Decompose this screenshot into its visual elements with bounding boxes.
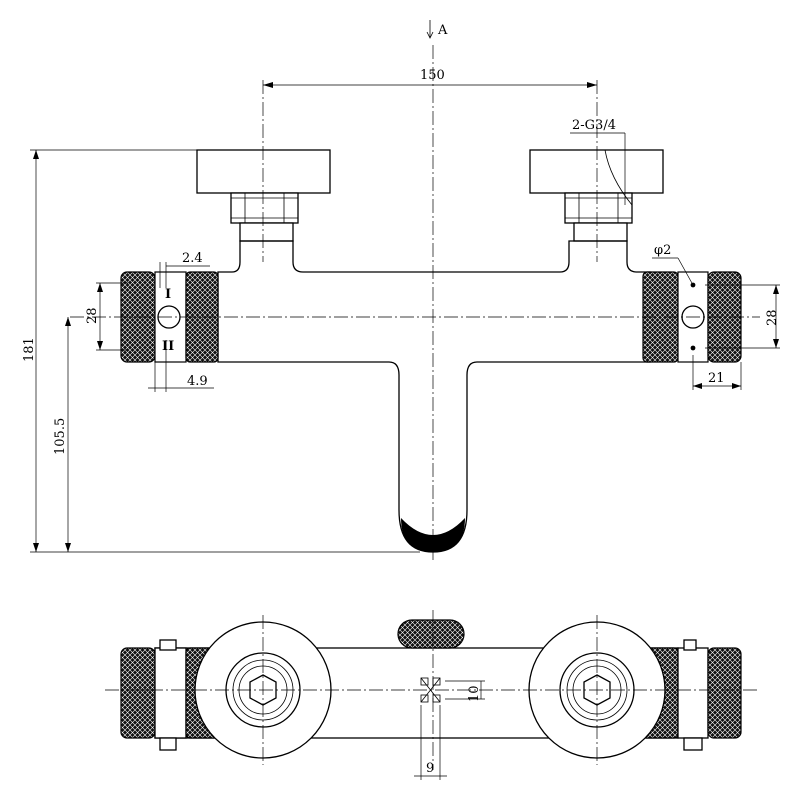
- right-connector: [529, 149, 664, 242]
- center-lines: [70, 45, 760, 560]
- dim-height-right-label: 28: [765, 309, 780, 326]
- dim-ring-width-label: 4.9: [187, 374, 208, 389]
- dim-knob-width-label: 21: [708, 371, 725, 386]
- dim-bottom-9: 9: [414, 705, 447, 780]
- dim-bottom-10: 10: [445, 680, 485, 702]
- dim-thread-label: 2-G3/4: [572, 118, 616, 133]
- dim-total-height-label: 181: [22, 337, 37, 362]
- front-view: A: [22, 20, 780, 560]
- mark-2: II: [162, 339, 174, 354]
- valve-body: [217, 240, 651, 553]
- dim-pin-offset: 2.4: [159, 251, 210, 288]
- left-connector: [196, 149, 331, 242]
- mark-1: I: [165, 287, 171, 302]
- dim-pin-dia-label: φ2: [654, 243, 671, 258]
- dim-knob-width: 21: [692, 355, 742, 390]
- dim-height-left-label: 28: [85, 307, 100, 324]
- dim-center-height-label: 105.5: [53, 418, 68, 455]
- dim-height-left: 28: [85, 282, 128, 351]
- view-label: A: [437, 23, 448, 38]
- view-arrow: A: [426, 20, 448, 39]
- dim-pin-dia: φ2: [652, 243, 694, 286]
- view-a: 10 9: [105, 610, 760, 780]
- dim-bottom-10-label: 10: [467, 685, 482, 702]
- dim-center-height: 105.5: [53, 317, 71, 552]
- dim-total-height: 181: [22, 149, 420, 553]
- dim-spacing-label: 150: [420, 68, 445, 83]
- dim-bottom-9-label: 9: [426, 761, 434, 776]
- dim-ring-width: 4.9: [148, 340, 214, 392]
- dim-pin-offset-label: 2.4: [182, 251, 203, 266]
- dim-thread: 2-G3/4: [570, 118, 626, 205]
- dim-spacing: 150: [263, 68, 597, 88]
- top-knob: [397, 619, 465, 649]
- dim-height-right: 28: [705, 284, 780, 349]
